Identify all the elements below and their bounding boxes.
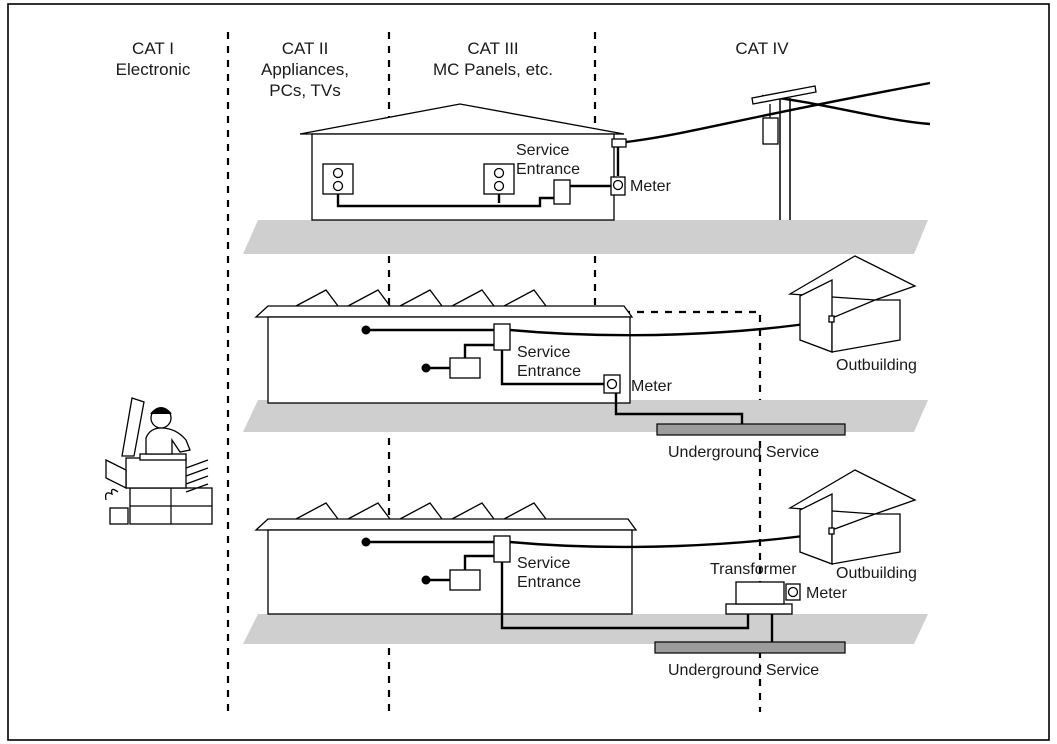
outbuilding-entry: [828, 315, 835, 323]
outlet-socket: [332, 167, 344, 179]
service-panel-1: [553, 179, 571, 205]
scene-building-underground: Service Entrance Meter Outbuilding Under…: [243, 255, 928, 461]
sawtooth-roof: [295, 502, 547, 520]
output-trays: [185, 459, 209, 493]
category-headers: CAT I Electronic CAT II Appliances, PCs,…: [116, 39, 790, 100]
label-meter-2: Meter: [631, 378, 673, 395]
underground-service-3: [654, 641, 846, 654]
transformer-3: [735, 581, 785, 605]
label-service-entrance-1: Service: [516, 142, 569, 159]
building-roof-3: [254, 518, 638, 531]
panel-to-transformer: [500, 562, 750, 630]
waste-bin: [109, 507, 129, 525]
branch-wiring: [463, 343, 494, 358]
outbuilding-wall-3: [831, 513, 901, 565]
copier-top: [125, 457, 187, 489]
feeder-to-outbuilding: [509, 530, 833, 549]
outlet-socket: [332, 180, 344, 192]
sawtooth-roof: [295, 289, 547, 307]
cat2-desc-line2: PCs, TVs: [269, 81, 340, 100]
cat2-desc-line1: Appliances,: [261, 60, 349, 79]
label-meter-3: Meter: [806, 585, 848, 602]
cat2-title: CAT II: [282, 39, 329, 58]
waste-paper: [104, 488, 119, 501]
transformer-pad: [725, 603, 793, 615]
service-panel-2: [493, 323, 511, 351]
label-underground-2: Underground Service: [668, 444, 819, 461]
cat3-desc: MC Panels, etc.: [433, 60, 553, 79]
overhead-service-drop: [625, 81, 931, 144]
service-panel-3: [493, 535, 511, 563]
underground-service-2: [656, 423, 846, 436]
building-roof-2: [254, 305, 634, 318]
panel-to-meter: [500, 350, 605, 386]
label-service-entrance-1-line2: Entrance: [516, 161, 580, 178]
pole-transformer: [762, 117, 779, 145]
cat1-title: CAT I: [132, 39, 174, 58]
outlet-socket: [493, 167, 505, 179]
outbuilding-entry: [828, 527, 835, 535]
outlet-socket: [493, 180, 505, 192]
label-outbuilding-2: Outbuilding: [836, 357, 917, 374]
label-service-entrance-3: Service: [517, 555, 570, 572]
feeder-to-outbuilding: [509, 318, 833, 337]
copier-lid: [121, 397, 145, 457]
label-service-entrance-2: Service: [517, 344, 570, 361]
load-box-3: [449, 569, 481, 591]
operator-hair: [150, 407, 172, 415]
label-service-entrance-3-line2: Entrance: [517, 574, 581, 591]
label-transformer-3: Transformer: [710, 561, 797, 578]
meter-dial: [612, 179, 624, 191]
outbuilding-wall-2: [831, 299, 901, 353]
cat3-title: CAT III: [467, 39, 518, 58]
electronic-equipment-operator: [104, 397, 213, 525]
scene-house-overhead: Service Entrance Meter: [243, 81, 931, 254]
underground-feed: [614, 393, 744, 424]
building-wall-2: [267, 316, 631, 404]
pole-crossarm: [751, 85, 817, 105]
weatherhead: [611, 138, 627, 148]
meter-dial: [787, 586, 799, 598]
paper-feeder: [105, 458, 127, 490]
scene-building-transformer: Service Entrance Transformer Meter Outbu…: [243, 469, 928, 679]
label-outbuilding-3: Outbuilding: [836, 565, 917, 582]
cat4-title: CAT IV: [735, 39, 789, 58]
meter-dial: [606, 378, 618, 390]
ground-strip-1: [243, 220, 928, 254]
copier-platen: [139, 453, 187, 461]
label-service-entrance-2-line2: Entrance: [517, 363, 581, 380]
label-meter-1: Meter: [630, 178, 672, 195]
cat1-desc: Electronic: [116, 60, 191, 79]
operator-body: [145, 427, 191, 455]
label-underground-3: Underground Service: [668, 662, 819, 679]
load-box-2: [449, 357, 481, 379]
branch-wiring: [463, 554, 494, 570]
branch-wiring: [336, 194, 554, 208]
